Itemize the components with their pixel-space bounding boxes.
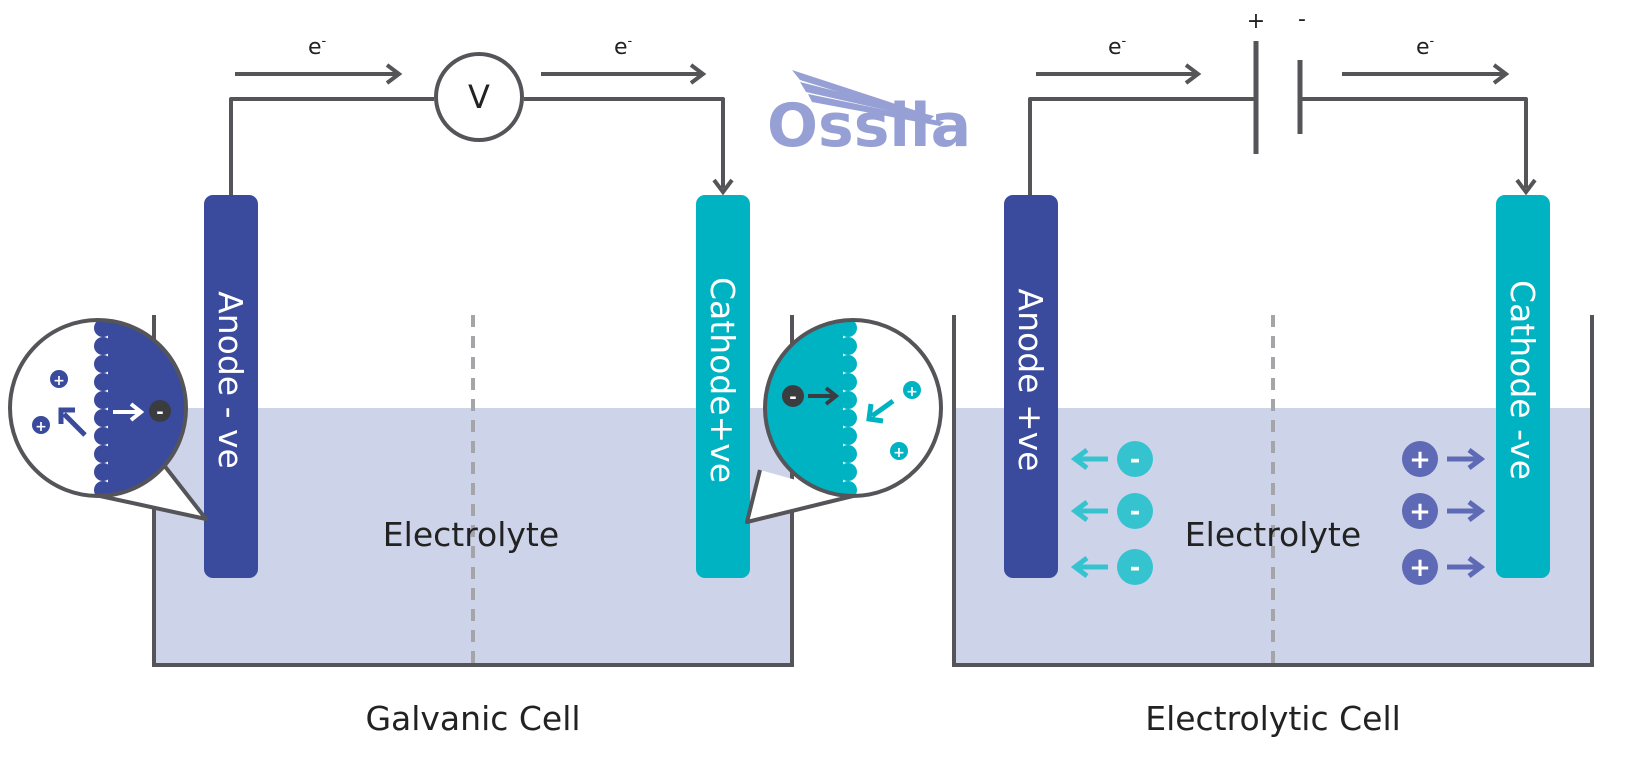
electrolytic-electron-label-right: e-: [1416, 34, 1435, 60]
anion: -: [1070, 441, 1153, 477]
galvanic-electron-arrowhead-right: [689, 63, 707, 85]
anion-group: - - -: [1070, 441, 1153, 585]
cathode-zoom-cation-arrow: [870, 398, 895, 419]
anode-zoom-cation-arrow: [62, 412, 87, 437]
anode-zoom-cation-1: [50, 370, 68, 388]
svg-text:-: -: [789, 387, 796, 408]
galvanic-caption: Galvanic Cell: [365, 699, 580, 738]
galvanic-wire: [229, 97, 725, 196]
anode-zoom-electron: [149, 400, 171, 422]
electrolytic-anode: [1004, 195, 1058, 578]
ossila-logo: Ossila: [767, 70, 971, 161]
svg-text:+: +: [906, 384, 918, 400]
svg-text:-: -: [1130, 553, 1141, 583]
svg-text:+: +: [1409, 445, 1431, 475]
galvanic-cathode-label: Cathode+ve: [703, 277, 742, 483]
logo-text: Ossila: [767, 91, 971, 161]
svg-text:-: -: [1130, 497, 1141, 527]
cathode-zoom-cation-1: [903, 381, 921, 399]
anode-zoom-cation-2: [32, 416, 50, 434]
cathode-surface-bumps: [839, 320, 857, 496]
cation: +: [1402, 549, 1486, 585]
electrolytic-electrolyte-label: Electrolyte: [1185, 515, 1361, 554]
svg-text:+: +: [1409, 553, 1431, 583]
cathode-zoom-cation-2: [890, 442, 908, 460]
galvanic-anode-label: Anode - ve: [211, 291, 250, 469]
battery-minus-label: -: [1298, 7, 1306, 32]
cathode-zoom-callout: - + +: [745, 318, 943, 524]
svg-text:+: +: [893, 445, 905, 461]
anion: -: [1070, 493, 1153, 529]
anode-zoom-pointer: [99, 458, 208, 521]
cation-group: + + +: [1402, 441, 1486, 585]
voltmeter-label: V: [468, 78, 490, 116]
voltmeter: [434, 52, 524, 142]
svg-text:+: +: [53, 373, 65, 389]
battery-plus-label: +: [1247, 9, 1265, 34]
cation: +: [1402, 441, 1486, 477]
logo-wing-icon: [792, 70, 944, 126]
galvanic-electron-arrowhead-left: [385, 63, 403, 85]
anode-zoom-callout: - + +: [8, 318, 208, 521]
electrolytic-container: [952, 315, 1594, 667]
anion: -: [1070, 549, 1153, 585]
electrolytic-electron-arrowhead-left: [1184, 63, 1202, 85]
electrolytic-cell: + - e- e- Anode +ve Cathode -ve - -: [952, 7, 1594, 738]
cathode-zoom-pointer: [745, 469, 854, 524]
electrolytic-wire-arrowhead: [1515, 178, 1537, 196]
svg-text:-: -: [1130, 445, 1141, 475]
galvanic-electron-label-right: e-: [614, 34, 633, 60]
galvanic-electron-label-left: e-: [308, 34, 327, 60]
electrolytic-wire: [1028, 97, 1528, 196]
electrolytic-caption: Electrolytic Cell: [1145, 699, 1401, 738]
galvanic-wire-arrowhead: [712, 178, 734, 196]
cation: +: [1402, 493, 1486, 529]
cathode-zoom-electron: [782, 385, 804, 407]
galvanic-cathode: [696, 195, 750, 578]
galvanic-cell: V e- e- Anode - ve Cathode+ve Electrolyt…: [8, 34, 943, 738]
galvanic-anode: [204, 195, 258, 578]
svg-text:+: +: [1409, 497, 1431, 527]
electrolytic-cathode: [1496, 195, 1550, 578]
electrolytic-anode-label: Anode +ve: [1011, 289, 1050, 472]
electrolytic-cathode-label: Cathode -ve: [1503, 280, 1542, 480]
svg-text:+: +: [35, 419, 47, 435]
svg-text:-: -: [156, 402, 163, 423]
electrolytic-electron-arrowhead-right: [1492, 63, 1510, 85]
galvanic-electrolyte-label: Electrolyte: [383, 515, 559, 554]
anode-surface-bumps: [94, 320, 112, 496]
electrolytic-electron-label-left: e-: [1108, 34, 1127, 60]
